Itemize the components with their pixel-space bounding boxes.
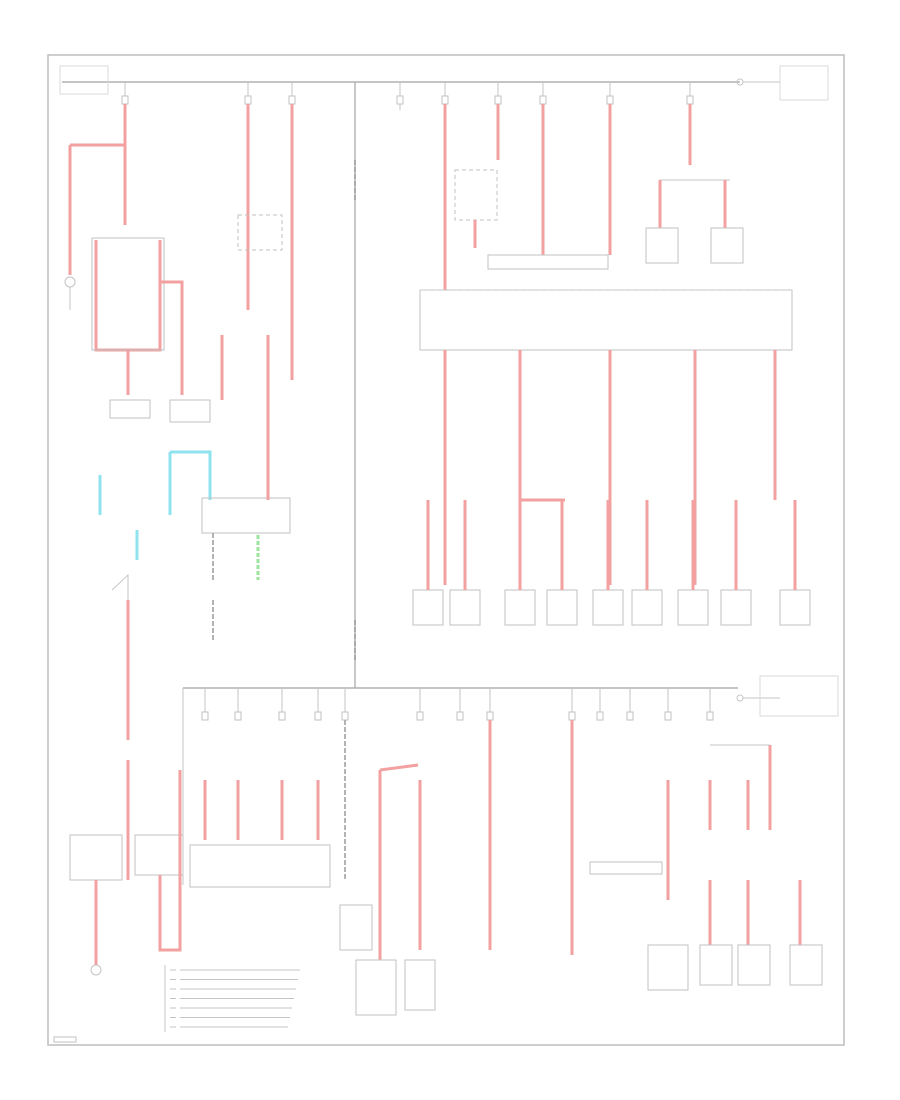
module-outputs [412, 350, 811, 626]
output-connector [592, 589, 624, 626]
fuse-symbol [244, 95, 252, 105]
fuse-symbol [686, 95, 694, 105]
output-connector [779, 589, 811, 626]
fuse-symbol [486, 711, 494, 721]
fuse-symbol [626, 711, 634, 721]
fuse-symbol [494, 95, 502, 105]
left-circuit [64, 143, 291, 976]
output-connector [546, 589, 578, 626]
relay-box [645, 227, 679, 264]
fuse-symbol [416, 711, 424, 721]
lower-control-module [189, 763, 689, 1016]
output-connector [412, 589, 444, 626]
lower-connector [789, 944, 823, 986]
top-power-bus [59, 65, 829, 101]
diagram-frame [47, 54, 845, 1046]
switch-box [454, 169, 498, 221]
fuse-symbol [234, 711, 242, 721]
lower-connector [699, 944, 733, 986]
output-connector [504, 589, 536, 626]
output-connector [720, 589, 752, 626]
fuse-symbol [568, 711, 576, 721]
fuse-symbol [288, 95, 296, 105]
footer-tag [53, 1036, 77, 1043]
fuse-symbol [596, 711, 604, 721]
fuse-symbol [539, 95, 547, 105]
legend [164, 965, 300, 1032]
fuse-symbol [664, 711, 672, 721]
output-connector [677, 589, 709, 626]
center-control-module [419, 254, 793, 351]
lower-fuse-drops [201, 688, 823, 986]
fuse-symbol [201, 711, 209, 721]
lower-connector [737, 944, 771, 986]
fuse-symbol [314, 711, 322, 721]
fuse-symbol [706, 711, 714, 721]
relay-box [710, 227, 744, 264]
fuse-symbol [121, 95, 129, 105]
fuse-symbol [278, 711, 286, 721]
fuse-symbol [606, 95, 614, 105]
fuse-symbol [456, 711, 464, 721]
output-connector [631, 589, 663, 626]
fuse-symbol [441, 95, 449, 105]
output-connector [449, 589, 481, 626]
top-fuse-drops [121, 82, 744, 380]
fuse-symbol [341, 711, 349, 721]
fuse-symbol [396, 95, 404, 105]
